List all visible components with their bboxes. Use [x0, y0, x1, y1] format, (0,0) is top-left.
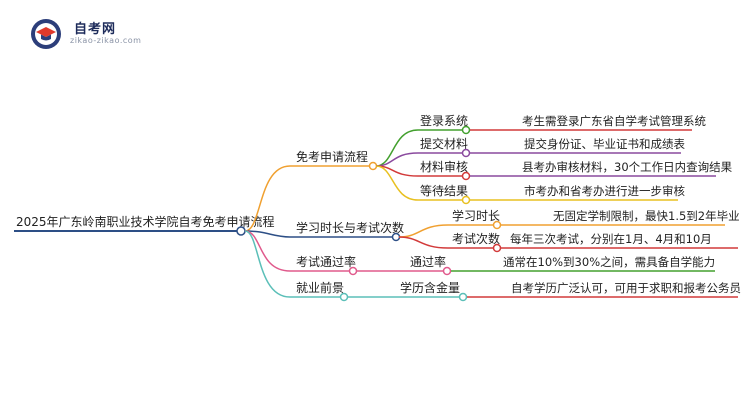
root-node	[236, 226, 246, 236]
step-result-detail: 市考办和省考办进行进一步审核	[524, 184, 685, 198]
exam-count-label: 考试次数	[452, 231, 500, 246]
exam-count-detail: 每年三次考试，分别在1月、4月和10月	[510, 232, 712, 246]
step-result-label: 等待结果	[420, 184, 468, 198]
connector-node	[461, 171, 471, 181]
connector-line	[375, 165, 419, 201]
step-submit-label: 提交材料	[420, 136, 468, 151]
logo-subtitle: zikao-zikao.com	[70, 36, 142, 45]
step-login-detail: 考生需登录广东省自学考试管理系统	[522, 114, 706, 128]
connector-node	[442, 266, 452, 276]
graduation-cap-icon	[31, 19, 61, 49]
connector-branch-1	[244, 165, 291, 232]
connector-node	[492, 220, 502, 230]
step-review-label: 材料审核	[420, 159, 468, 174]
pass-rate-detail: 通常在10%到30%之间，需具备自学能力	[503, 255, 715, 269]
step-review-detail: 县考办审核材料，30个工作日内查询结果	[522, 160, 733, 174]
branch-1-node	[368, 161, 378, 171]
connector-line	[398, 224, 449, 238]
branch-2-label: 学习时长与考试次数	[296, 220, 404, 235]
branch-2-node	[391, 232, 401, 242]
site-logo[interactable]: 自考网 zikao-zikao.com	[30, 16, 160, 52]
connector-branch-3	[244, 230, 291, 272]
connector-node	[458, 292, 468, 302]
connector-node	[461, 125, 471, 135]
degree-value-label: 学历含金量	[400, 280, 460, 295]
degree-value-detail: 自考学历广泛认可，可用于求职和报考公务员	[511, 281, 741, 295]
root-label: 2025年广东岭南职业技术学院自考免考申请流程	[16, 214, 275, 229]
step-login-label: 登录系统	[420, 113, 468, 128]
connector-branch-4	[244, 230, 291, 298]
connector-line	[375, 129, 419, 167]
study-duration-detail: 无固定学制限制，最快1.5到2年毕业	[553, 209, 740, 223]
branch-3-label: 考试通过率	[296, 254, 356, 269]
step-submit-detail: 提交身份证、毕业证书和成绩表	[524, 137, 685, 151]
connector-node	[492, 243, 502, 253]
study-duration-label: 学习时长	[452, 208, 500, 223]
branch-4-label: 就业前景	[296, 280, 344, 295]
pass-rate-label: 通过率	[410, 254, 446, 269]
connector-node	[461, 195, 471, 205]
branch-3-node	[348, 266, 358, 276]
branch-4-node	[339, 292, 349, 302]
logo-title: 自考网	[74, 22, 117, 37]
connector-branch-2	[244, 230, 291, 238]
connector-line	[398, 236, 449, 249]
connector-node	[461, 148, 471, 158]
branch-1-label: 免考申请流程	[296, 149, 368, 164]
